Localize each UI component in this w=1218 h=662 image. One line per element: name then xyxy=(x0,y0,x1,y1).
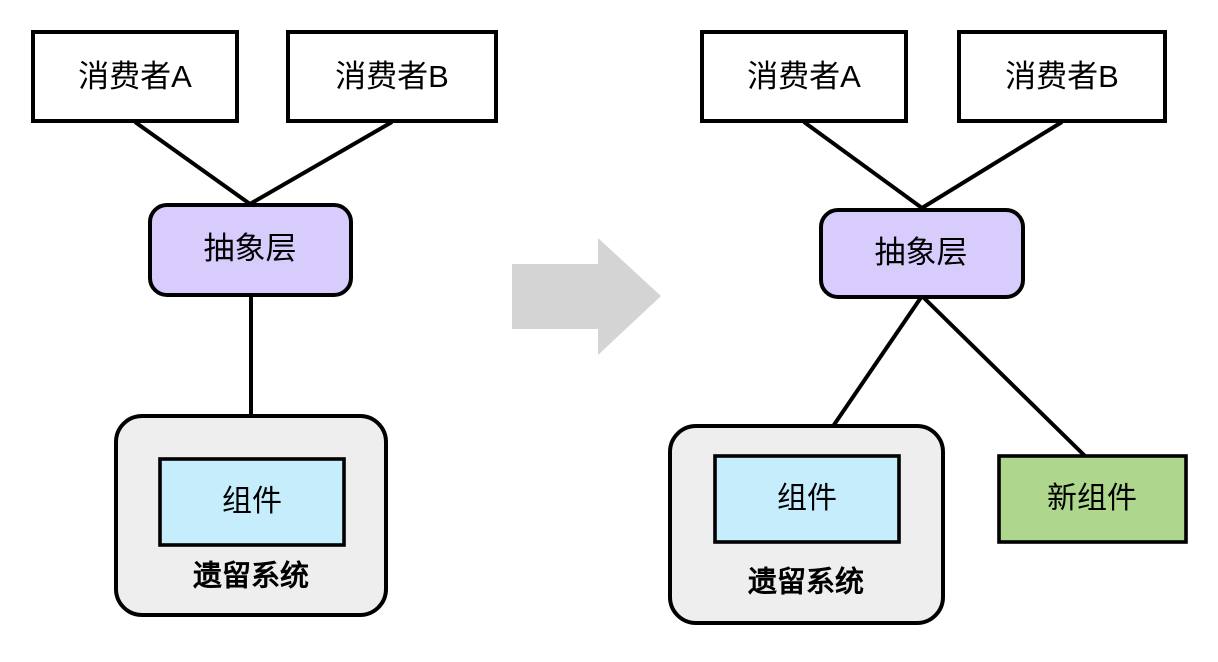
edge-consumer-b-to-abstraction xyxy=(248,120,394,206)
after-new-component-box[interactable] xyxy=(997,454,1188,544)
after-new-component-label: 新组件 xyxy=(1047,482,1137,515)
before-consumer-b-box[interactable] xyxy=(286,30,498,123)
before-component-box[interactable] xyxy=(158,457,346,547)
after-component-box[interactable] xyxy=(713,454,901,544)
before-consumer-a-label: 消费者A xyxy=(78,59,192,94)
after-consumer-a-box[interactable] xyxy=(700,30,908,123)
edge-consumer-a-to-abstraction xyxy=(133,120,252,206)
edge-after-abstraction-to-new-component xyxy=(920,294,1088,459)
transition-arrow-group xyxy=(512,238,661,355)
after-legacy-system-label: 遗留系统 xyxy=(748,565,864,599)
after-consumer-a-label: 消费者A xyxy=(747,59,861,94)
after-abstraction-layer-label: 抽象层 xyxy=(875,235,968,270)
before-legacy-system-label: 遗留系统 xyxy=(193,559,309,593)
before-abstraction-layer-box[interactable] xyxy=(148,203,353,297)
after-component-label: 组件 xyxy=(777,482,837,515)
after-consumer-b-label: 消费者B xyxy=(1005,59,1119,94)
before-consumer-a-box[interactable] xyxy=(31,30,239,123)
after-panel: 消费者A 消费者B 遗留系统 组件 新组件 抽象层 xyxy=(668,30,1188,625)
before-abstraction-layer-label: 抽象层 xyxy=(204,231,297,266)
before-consumer-b-label: 消费者B xyxy=(335,59,449,94)
edge-after-consumer-a-to-abstraction xyxy=(802,120,924,210)
edge-after-consumer-b-to-abstraction xyxy=(920,120,1064,210)
right-arrow-icon xyxy=(512,238,661,355)
after-consumer-b-box[interactable] xyxy=(957,30,1167,123)
before-panel: 消费者A 消费者B 遗留系统 组件 抽象层 xyxy=(31,30,498,617)
after-abstraction-layer-box[interactable] xyxy=(819,208,1025,299)
before-component-label: 组件 xyxy=(222,485,282,518)
